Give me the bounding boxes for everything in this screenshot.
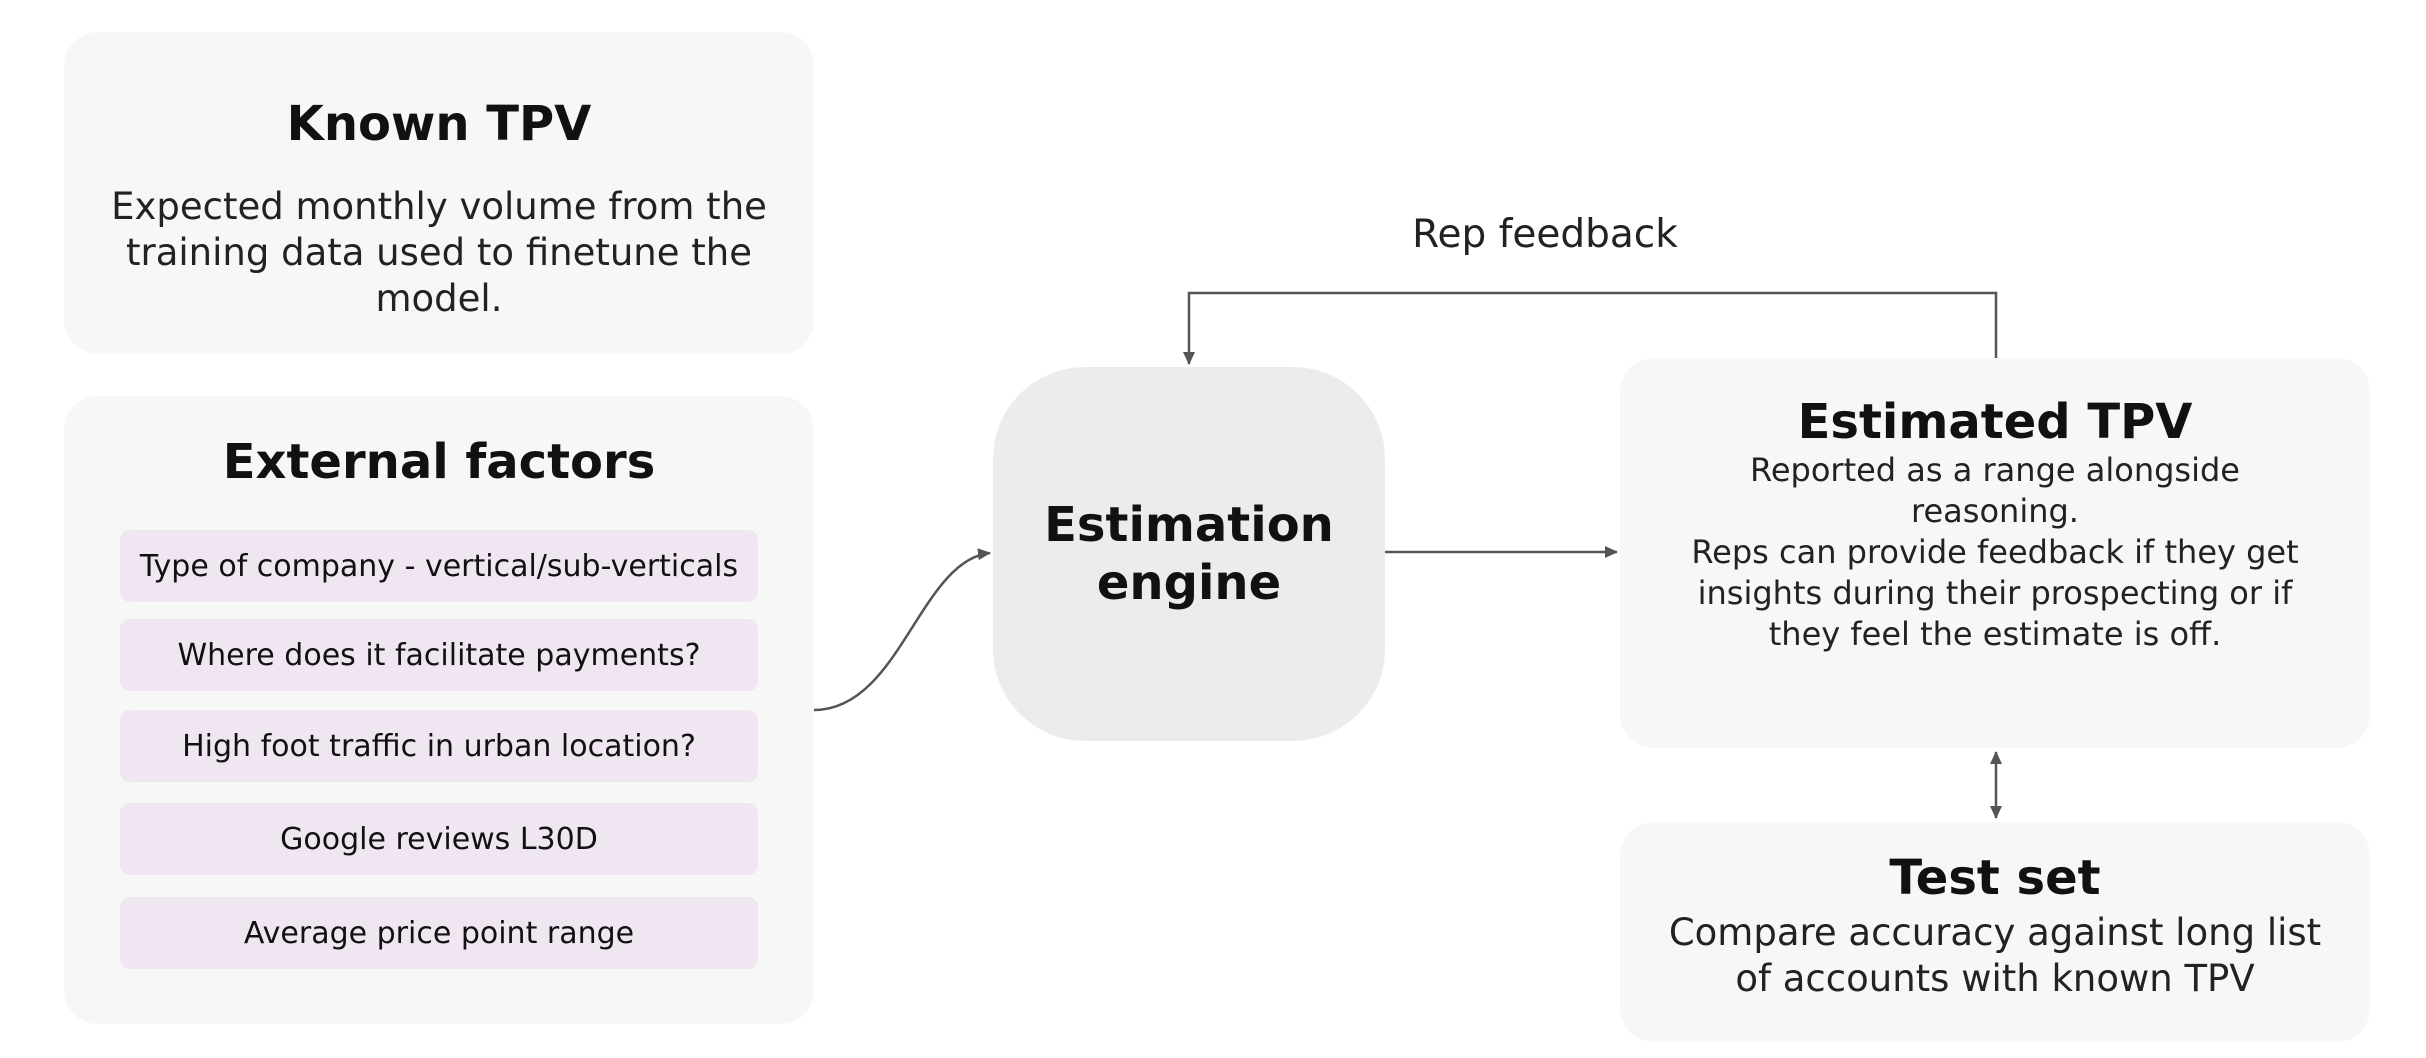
- estimated-tpv-description: Reported as a range alongside reasoning.…: [1680, 450, 2310, 655]
- known-tpv-title: Known TPV: [286, 96, 592, 152]
- estimated-tpv-title: Estimated TPV: [1797, 394, 2193, 450]
- external-factors-panel: External factors Type of company - verti…: [64, 396, 814, 1024]
- factor-foot-traffic: High foot traffic in urban location?: [120, 710, 758, 782]
- factor-google-reviews: Google reviews L30D: [120, 803, 758, 875]
- known-tpv-description: Expected monthly volume from the trainin…: [111, 185, 767, 320]
- rep-feedback-loop-arrow: [1183, 291, 1998, 365]
- rep-feedback-label: Rep feedback: [1412, 212, 1678, 257]
- estimation-engine-node: Estimation engine: [993, 367, 1385, 741]
- factor-payment-location: Where does it facilitate payments?: [120, 619, 758, 691]
- test-set-description: Compare accuracy against long list of ac…: [1668, 911, 2322, 1000]
- estimated-tpv-panel: Estimated TPV Reported as a range alongs…: [1620, 358, 2370, 748]
- estimation-engine-label: Estimation engine: [1044, 497, 1334, 611]
- test-set-title: Test set: [1889, 850, 2101, 906]
- factor-company-type: Type of company - vertical/sub-verticals: [120, 530, 758, 602]
- test-set-panel: Test set Compare accuracy against long l…: [1620, 822, 2370, 1042]
- known-tpv-panel: Known TPV Expected monthly volume from t…: [64, 32, 814, 354]
- factor-price-point: Average price point range: [120, 897, 758, 969]
- estimated-tpv-line-1: Reported as a range alongside reasoning.: [1750, 451, 2240, 530]
- factors-to-engine-arrow: [813, 548, 991, 712]
- external-factors-title: External factors: [222, 434, 656, 490]
- estimated-tpv-line-2: Reps can provide feedback if they get in…: [1691, 533, 2299, 653]
